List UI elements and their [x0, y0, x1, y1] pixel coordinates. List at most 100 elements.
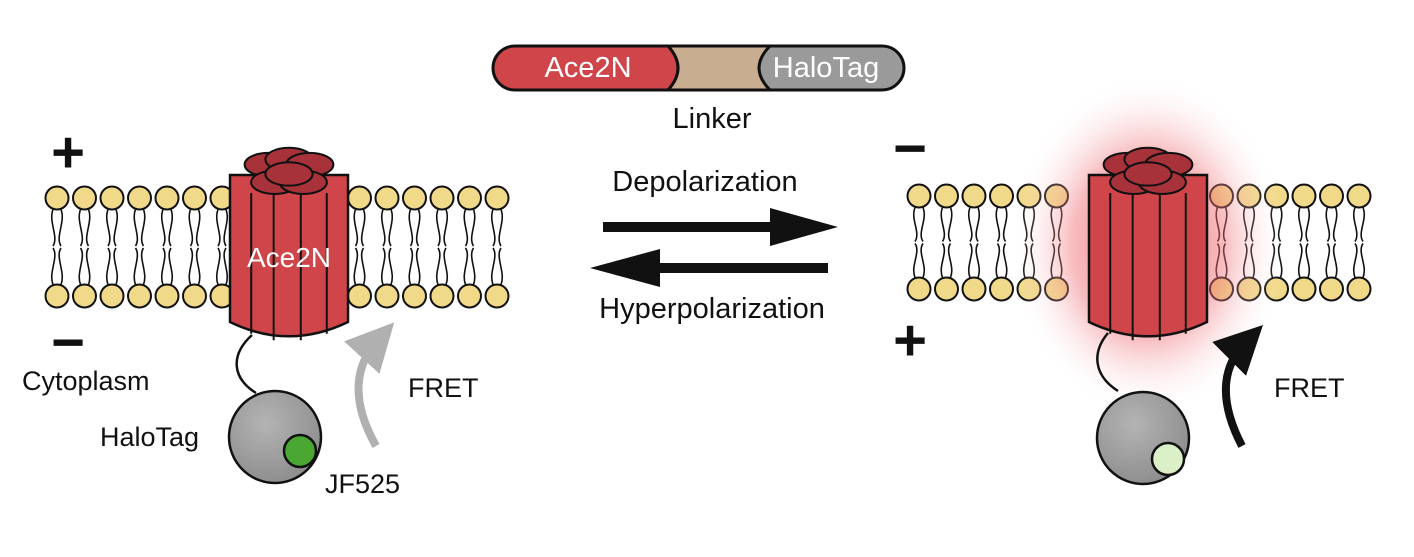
left-bottom-sign: − — [51, 310, 85, 375]
left-channel-label: Ace2N — [247, 242, 331, 273]
lipid-tail — [1002, 207, 1008, 242]
lipid-head — [99, 283, 125, 309]
lipid-tail — [975, 243, 980, 278]
depolarization-arrow-head — [770, 208, 838, 246]
right-fret-arrow — [1212, 325, 1263, 448]
lipid-head — [402, 283, 427, 309]
lipid-head — [934, 183, 959, 209]
lipid-tail — [360, 209, 366, 247]
left-ace2n-channel — [228, 146, 350, 341]
lipid-tail — [1360, 207, 1365, 242]
lipid-tail — [470, 247, 476, 285]
lipid-tail — [1325, 243, 1331, 278]
right-fret-label: FRET — [1274, 373, 1345, 403]
halotag-label: HaloTag — [100, 422, 199, 452]
lipid-tail — [85, 209, 91, 247]
left-tether — [235, 334, 257, 395]
lipid-tail — [223, 247, 228, 285]
lipid-tail — [968, 207, 973, 242]
lipid-tail — [188, 247, 194, 285]
left-top-sign: + — [51, 120, 85, 185]
lipid-head — [347, 185, 372, 211]
lipid-head — [44, 185, 70, 211]
lipid-tail — [381, 209, 386, 247]
lipid-tail — [408, 247, 414, 285]
lipid-head — [127, 185, 152, 211]
lipid-tail — [360, 247, 366, 285]
lipid-tail — [415, 247, 421, 285]
subunit-cap — [264, 161, 314, 187]
cytoplasm-label: Cytoplasm — [22, 366, 150, 396]
lipid-tail — [920, 207, 925, 242]
lipid-head — [961, 276, 987, 302]
lipid-head — [72, 283, 97, 309]
right-tether — [1096, 332, 1119, 393]
lipid-head — [484, 185, 510, 211]
lipid-head — [374, 283, 400, 309]
channel-body — [228, 173, 350, 338]
lipid-tail — [436, 247, 441, 285]
lipid-tail — [415, 209, 421, 247]
lipid-tail — [113, 247, 118, 285]
lipid-tail — [1353, 207, 1358, 242]
lipid-head — [72, 185, 97, 211]
left-fret-label: FRET — [408, 373, 479, 403]
right-top-sign: − — [893, 116, 927, 181]
lipid-head — [374, 185, 400, 211]
lipid-head — [906, 276, 932, 302]
lipid-tail — [106, 209, 111, 247]
lipid-head — [429, 283, 455, 309]
lipid-head — [1346, 276, 1372, 302]
lipid-tail — [85, 247, 91, 285]
lipid-head — [44, 283, 70, 309]
subunit-cap — [1123, 161, 1173, 187]
channel-body — [1087, 173, 1209, 338]
lipid-tail — [78, 247, 84, 285]
construct-halotag-label: HaloTag — [773, 52, 879, 84]
lipid-tail — [940, 207, 946, 242]
lipid-head — [457, 283, 482, 309]
left-dye-jf525 — [282, 433, 318, 469]
lipid-head — [429, 185, 455, 211]
lipid-tail — [491, 209, 496, 247]
lipid-tail — [1305, 243, 1310, 278]
lipid-tail — [113, 209, 118, 247]
lipid-tail — [443, 209, 448, 247]
lipid-tail — [940, 243, 946, 278]
lipid-tail — [381, 247, 386, 285]
lipid-tail — [913, 243, 918, 278]
lipid-tail — [51, 209, 56, 247]
lipid-tail — [920, 243, 925, 278]
lipid-tail — [161, 209, 166, 247]
lipid-tail — [498, 209, 503, 247]
lipid-tail — [995, 243, 1001, 278]
lipid-head — [154, 185, 180, 211]
lipid-tail — [388, 247, 393, 285]
lipid-tail — [408, 209, 414, 247]
left-membrane — [44, 185, 510, 309]
lipid-tail — [216, 247, 221, 285]
lipid-head — [457, 185, 482, 211]
lipid-tail — [995, 207, 1001, 242]
lipid-head — [127, 283, 152, 309]
lipid-tail — [491, 247, 496, 285]
lipid-tail — [470, 209, 476, 247]
jf525-label: JF525 — [325, 469, 400, 499]
lipid-tail — [388, 209, 393, 247]
lipid-tail — [436, 209, 441, 247]
lipid-tail — [133, 209, 139, 247]
construct-bar: Ace2N HaloTag Linker — [491, 44, 906, 135]
lipid-tail — [140, 247, 146, 285]
lipid-tail — [78, 209, 84, 247]
lipid-tail — [975, 207, 980, 242]
lipid-tail — [1332, 207, 1338, 242]
lipid-tail — [353, 247, 359, 285]
lipid-tail — [51, 247, 56, 285]
lipid-head — [182, 283, 207, 309]
right-bottom-sign: + — [893, 308, 927, 373]
lipid-tail — [947, 207, 953, 242]
lipid-head — [961, 183, 987, 209]
lipid-tail — [968, 243, 973, 278]
